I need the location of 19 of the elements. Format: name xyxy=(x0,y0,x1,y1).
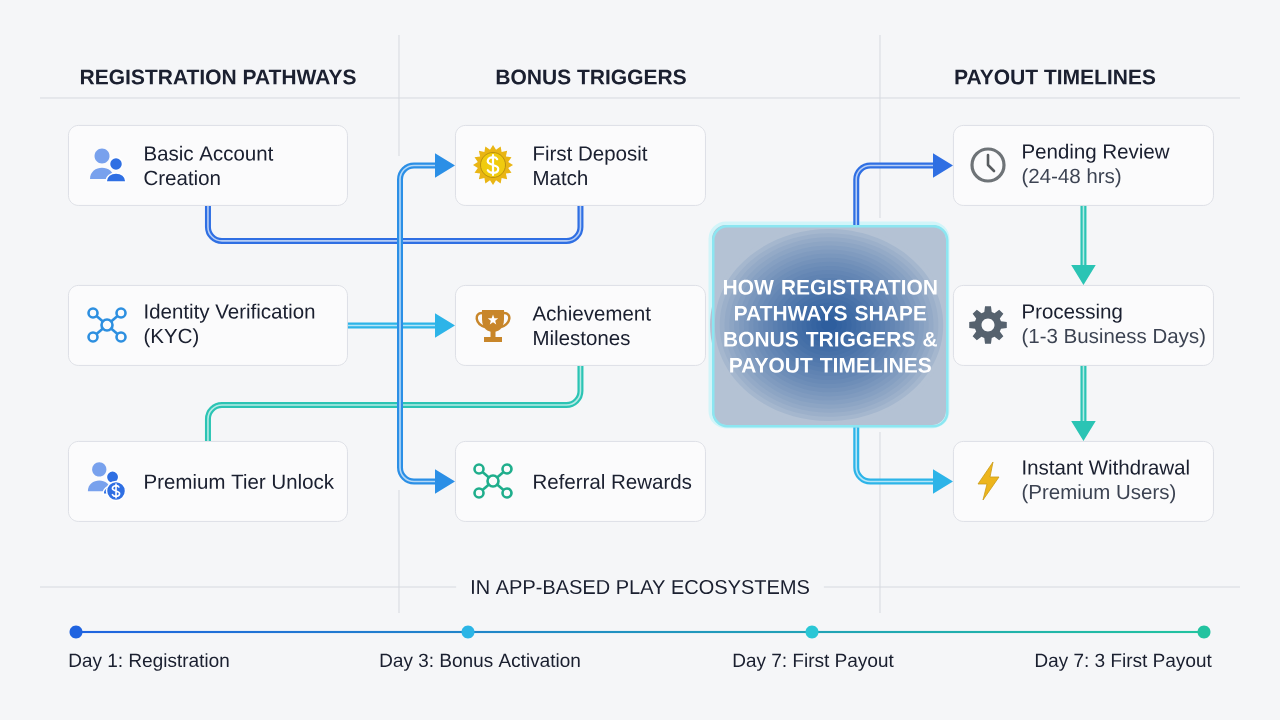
process-box: Processing (1-3 Business Days) xyxy=(953,285,1214,366)
process-box: Basic Account Creation xyxy=(68,125,348,206)
process-box: Instant Withdrawal (Premium Users) xyxy=(953,441,1214,522)
column-heading: REGISTRATION PATHWAYS xyxy=(80,69,356,85)
column-heading: PAYOUT TIMELINES xyxy=(955,69,1156,85)
timeline-label: Day 7: First Payout xyxy=(733,653,894,671)
process-box: Referral Rewards xyxy=(455,441,706,522)
timeline-label: Day 3: Bonus Activation xyxy=(380,653,580,671)
timeline-label: Day 7: 3 First Payout xyxy=(1035,653,1212,671)
connector-line xyxy=(204,205,584,244)
process-box: Identity Verification (KYC) xyxy=(68,285,348,366)
column-heading: BONUS TRIGGERS xyxy=(496,69,686,85)
timeline-label: Day 1: Registration xyxy=(69,653,229,671)
process-box: Premium Tier Unlock xyxy=(68,441,348,522)
process-box: Achievement Milestones xyxy=(455,285,706,366)
connector-line xyxy=(204,365,584,442)
process-box: Pending Review (24-48 hrs) xyxy=(953,125,1214,206)
process-box: First Deposit Match xyxy=(455,125,706,206)
title-box: HOW REGISTRATION PATHWAYS SHAPE BONUS TRIGGERS & PAYOUT TIMELINES xyxy=(708,221,950,429)
